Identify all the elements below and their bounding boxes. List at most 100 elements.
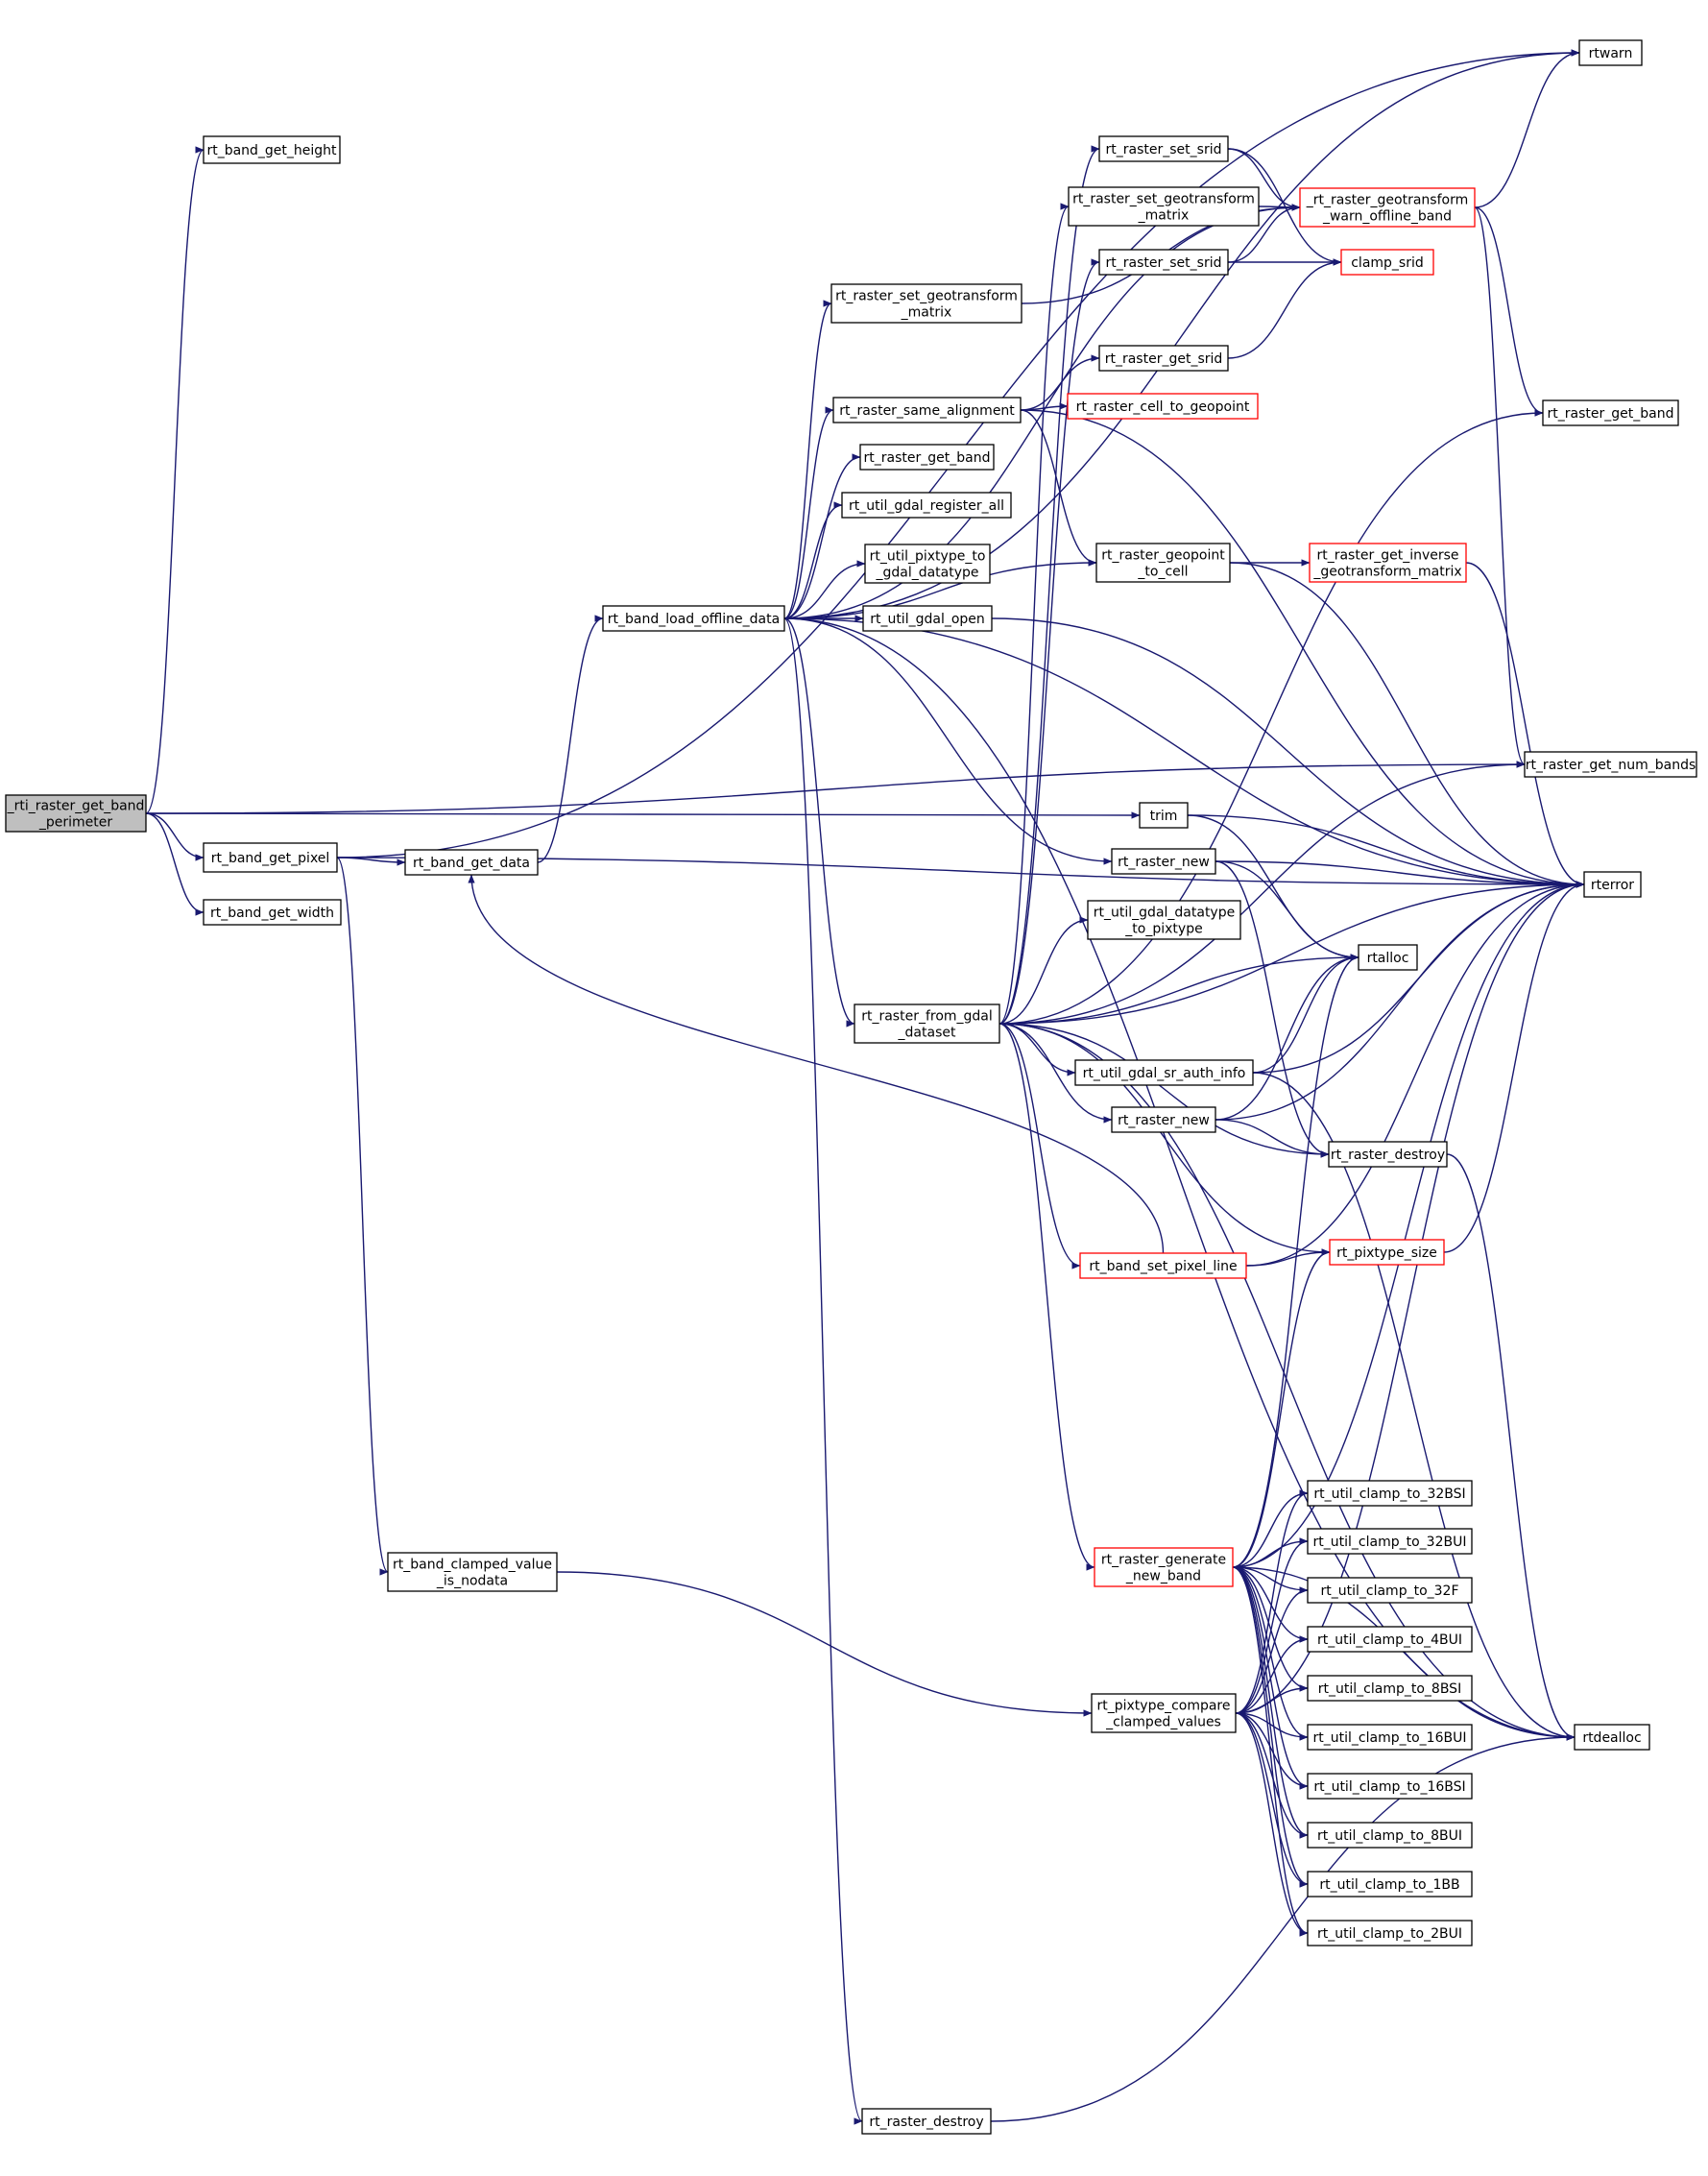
function-node-height[interactable]: rt_band_get_height [203, 135, 341, 164]
function-node-c32bui[interactable]: rt_util_clamp_to_32BUI [1307, 1528, 1473, 1555]
node-box [1087, 900, 1241, 940]
function-node-setgeo1[interactable]: rt_raster_set_geotransform_matrix [830, 283, 1022, 324]
function-node-clampnodata[interactable]: rt_band_clamped_value_is_nodata [387, 1552, 558, 1592]
function-node-setsrid1[interactable]: rt_raster_set_srid [1098, 135, 1229, 162]
edge-fromgdal-to-datatopix [998, 916, 1089, 1025]
function-node-datatopix[interactable]: rt_util_gdal_datatype_to_pixtype [1087, 900, 1241, 940]
edge-compareclamp-to-c16bsi [1235, 1712, 1309, 1790]
function-node-geowarn[interactable]: _rt_raster_geotransform_warn_offline_ban… [1299, 187, 1476, 228]
function-node-c32bsi[interactable]: rt_util_clamp_to_32BSI [1307, 1480, 1473, 1507]
function-node-c2bui[interactable]: rt_util_clamp_to_2BUI [1307, 1920, 1473, 1946]
edge-setpixline-to-pixsize [1245, 1248, 1331, 1267]
call-edge [998, 1023, 1081, 1269]
function-node-numbands[interactable]: rt_raster_get_num_bands [1524, 751, 1697, 778]
node-label: rt_util_clamp_to_16BSI [1313, 1779, 1465, 1795]
edge-gdalopen-to-rterror [991, 617, 1585, 888]
node-box [387, 1552, 558, 1592]
function-node-compareclamp[interactable]: rt_pixtype_compare_clamped_values [1091, 1693, 1237, 1733]
node-label: rt_util_clamp_to_32BUI [1313, 1535, 1467, 1550]
node-label: trim [1150, 809, 1178, 824]
function-node-rtalloc[interactable]: rtalloc [1358, 944, 1418, 971]
edge-fromgdal-to-getband2 [998, 409, 1544, 1025]
function-node-c16bui[interactable]: rt_util_clamp_to_16BUI [1307, 1724, 1473, 1751]
node-box [854, 1003, 1000, 1044]
call-edge [783, 617, 855, 1028]
function-node-getband2[interactable]: rt_raster_get_band [1542, 399, 1679, 426]
function-node-width[interactable]: rt_band_get_width [203, 899, 342, 926]
edge-compareclamp-to-c16bui [1235, 1712, 1309, 1741]
edge-gennewband-to-c16bui [1232, 1566, 1309, 1741]
node-box [1094, 1547, 1234, 1587]
function-node-rasternew2[interactable]: rt_raster_new [1111, 1106, 1216, 1133]
call-edge [1232, 1489, 1309, 1568]
function-node-getdata[interactable]: rt_band_get_data [404, 849, 539, 876]
edge-gennewband-to-rtalloc [1232, 954, 1359, 1568]
edge-pixel-to-rterror [336, 857, 1585, 888]
function-node-gdalopen[interactable]: rt_util_gdal_open [862, 605, 993, 632]
function-node-destroy2[interactable]: rt_raster_destroy [1328, 1141, 1448, 1168]
call-edge [1245, 1248, 1331, 1267]
function-node-rtdealloc[interactable]: rtdealloc [1574, 1724, 1650, 1751]
node-box [862, 605, 993, 632]
function-node-getsrid[interactable]: rt_raster_get_srid [1098, 345, 1229, 372]
call-edge [991, 617, 1585, 888]
edge-compareclamp-to-c1bb [1235, 1712, 1309, 1888]
edge-compareclamp-to-c32f [1235, 1586, 1309, 1714]
edge-fromgdal-to-pixsize [998, 1023, 1331, 1256]
function-node-pixel[interactable]: rt_band_get_pixel [203, 842, 338, 873]
function-node-c8bui[interactable]: rt_util_clamp_to_8BUI [1307, 1822, 1473, 1849]
edge-loadoffline-to-fromgdal [783, 617, 855, 1028]
function-node-getband1[interactable]: rt_raster_get_band [859, 444, 995, 471]
function-node-rasternew1[interactable]: rt_raster_new [1111, 848, 1216, 875]
call-edge [1232, 1566, 1309, 1741]
function-node-setpixline[interactable]: rt_band_set_pixel_line [1079, 1252, 1247, 1279]
function-node-c16bsi[interactable]: rt_util_clamp_to_16BSI [1307, 1773, 1473, 1800]
function-node-invgeo[interactable]: rt_raster_get_inverse_geotransform_matri… [1309, 543, 1467, 583]
call-edge [1232, 954, 1359, 1568]
function-node-root[interactable]: _rti_raster_get_band_perimeter [5, 794, 147, 833]
edge-gennewband-to-rterror [1232, 881, 1585, 1568]
function-node-gdalreg[interactable]: rt_util_gdal_register_all [841, 492, 1012, 519]
node-box [1299, 187, 1476, 228]
edge-trim-to-rterror [1187, 814, 1585, 888]
node-box [1309, 543, 1467, 583]
function-node-c4bui[interactable]: rt_util_clamp_to_4BUI [1307, 1626, 1473, 1653]
function-node-celltogeo[interactable]: rt_raster_cell_to_geopoint [1067, 393, 1259, 420]
function-node-fromgdal[interactable]: rt_raster_from_gdal_dataset [854, 1003, 1000, 1044]
node-label: rt_band_get_pixel [211, 851, 330, 866]
function-node-trim[interactable]: trim [1139, 802, 1189, 829]
node-box [1307, 1528, 1473, 1555]
function-node-gennewband[interactable]: rt_raster_generate_new_band [1094, 1547, 1234, 1587]
node-box [1329, 1239, 1445, 1266]
node-label: _gdal_datatype [875, 566, 978, 581]
function-node-pixsize[interactable]: rt_pixtype_size [1329, 1239, 1445, 1266]
function-node-rtwarn[interactable]: rtwarn [1578, 39, 1643, 66]
node-label: rt_band_clamped_value [393, 1558, 552, 1573]
edge-loadoffline-to-samealign [783, 406, 834, 619]
edge-root-to-pixel [145, 812, 204, 861]
node-box [203, 135, 341, 164]
call-edge [1215, 860, 1585, 888]
function-node-samealign[interactable]: rt_raster_same_alignment [832, 397, 1022, 423]
function-node-loadoffline[interactable]: rt_band_load_offline_data [602, 605, 785, 632]
function-node-destroy1[interactable]: rt_raster_destroy [861, 2108, 992, 2135]
function-node-srauth[interactable]: rt_util_gdal_sr_auth_info [1074, 1059, 1254, 1086]
edge-compareclamp-to-c2bui [1235, 1712, 1309, 1937]
function-node-pixtogdal[interactable]: rt_util_pixtype_to_gdal_datatype [864, 544, 991, 584]
function-node-c1bb[interactable]: rt_util_clamp_to_1BB [1307, 1871, 1473, 1898]
node-label: _rti_raster_get_band [7, 799, 145, 814]
function-node-c8bsi[interactable]: rt_util_clamp_to_8BSI [1307, 1675, 1473, 1702]
call-edge [1187, 814, 1359, 961]
function-node-c32f[interactable]: rt_util_clamp_to_32F [1307, 1577, 1473, 1604]
function-node-geotocell[interactable]: rt_raster_geopoint_to_cell [1095, 543, 1231, 583]
call-edge [783, 501, 843, 619]
edge-rasternew2-to-rtalloc [1215, 954, 1359, 1121]
call-edge [1232, 1566, 1309, 1594]
call-edge [1235, 1635, 1309, 1714]
function-node-rterror[interactable]: rterror [1583, 871, 1642, 898]
edge-gennewband-to-pixsize [1232, 1248, 1331, 1568]
function-node-setgeo2[interactable]: rt_raster_set_geotransform_matrix [1068, 186, 1260, 227]
function-node-clampsrid[interactable]: clamp_srid [1340, 249, 1434, 276]
call-edge [1474, 206, 1526, 768]
function-node-setsrid2[interactable]: rt_raster_set_srid [1098, 249, 1229, 276]
